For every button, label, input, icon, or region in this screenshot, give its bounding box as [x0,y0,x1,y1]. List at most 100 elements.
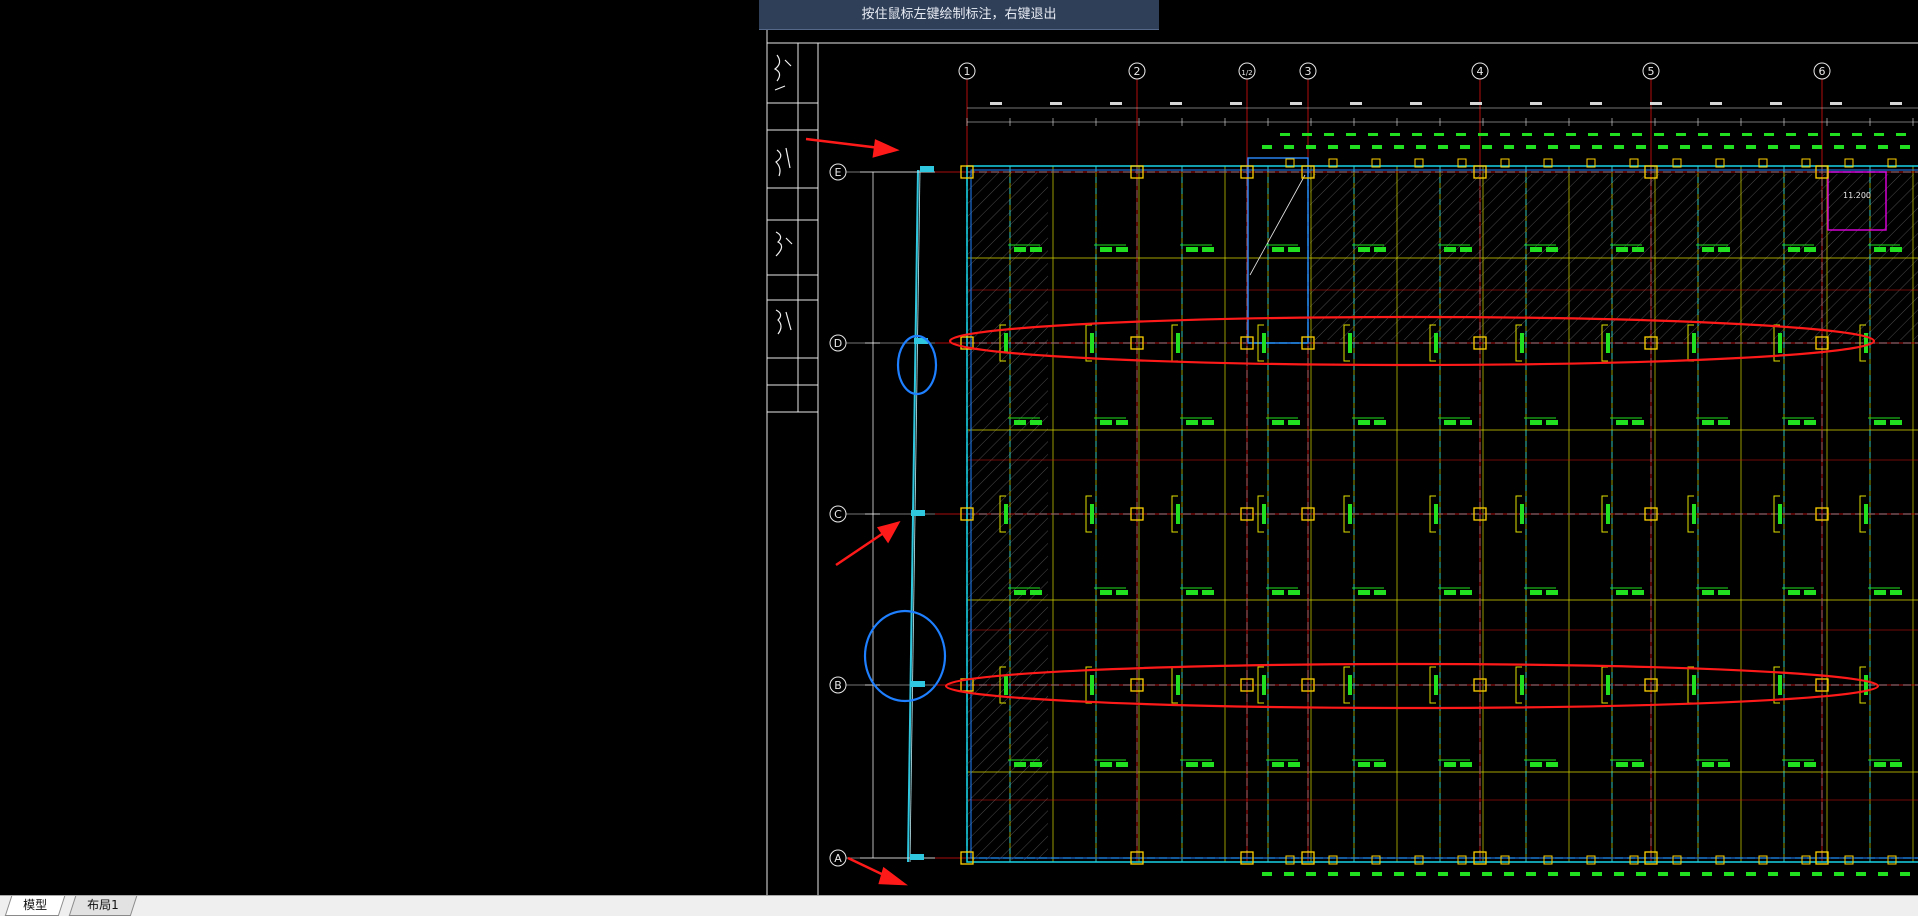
column [1473,851,1487,865]
column-axis-bubble [1813,62,1831,80]
column [960,507,974,521]
rebar-tag [1288,420,1300,425]
rebar-tag [1460,420,1472,425]
column [1715,855,1725,865]
rebar-tag [1804,590,1816,595]
column [1130,165,1144,179]
rebar-tag [1588,133,1598,136]
rebar-tag [1874,420,1886,425]
column [1457,158,1467,168]
rebar-tag [1900,145,1910,149]
rebar-tag [1718,247,1730,252]
bracket-mark [1429,666,1436,704]
rebar-tag [1272,420,1284,425]
bracket-mark [1085,666,1092,704]
rebar-tag [1394,145,1404,149]
rebar-tag [1742,133,1752,136]
bracket-mark [1515,666,1522,704]
column [1815,678,1829,692]
column [1543,855,1553,865]
rebar-tag [1004,504,1008,524]
rebar-tag [1812,872,1822,876]
dimension-text [1590,102,1602,105]
column [1629,158,1639,168]
column [1801,855,1811,865]
rebar-tag [1444,762,1456,767]
rebar-tag [1788,590,1800,595]
rebar-tag [1788,420,1800,425]
rebar-tag [1004,333,1008,353]
rebar-tag [1460,762,1472,767]
dimension-text [1770,102,1782,105]
column [1473,336,1487,350]
dimension-text [1170,102,1182,105]
rebar-tag [1116,762,1128,767]
stair-diagonal [1249,174,1306,276]
column [1644,165,1658,179]
rebar-tag [1702,420,1714,425]
column [1285,158,1295,168]
rebar-tag [1864,333,1868,353]
rebar-tag [1262,145,1272,149]
rebar-tag [1546,247,1558,252]
rebar-tag [1680,872,1690,876]
rebar-tag [1616,590,1628,595]
rebar-tag [1358,590,1370,595]
rebar-tag [1702,590,1714,595]
rebar-tag [1786,133,1796,136]
rebar-tag [1288,762,1300,767]
bracket-mark [1859,495,1866,533]
rebar-tag [1874,590,1886,595]
rebar-tag [1500,133,1510,136]
rebar-tag [1374,590,1386,595]
rebar-tag [1890,762,1902,767]
rebar-tag [1302,133,1312,136]
column [1644,851,1658,865]
rebar-tag [1346,133,1356,136]
rebar-tag [1460,590,1472,595]
rebar-tag [1546,762,1558,767]
rebar-tag [1658,145,1668,149]
rebar-tag [1546,420,1558,425]
tab-model[interactable]: 模型 [4,896,66,916]
rebar-tag [1720,133,1730,136]
rebar-tag [1632,762,1644,767]
column [1371,855,1381,865]
column-axis-bubble [1128,62,1146,80]
elevation-label: 11.200 [1843,191,1871,200]
rebar-tag [1284,872,1294,876]
dimension-text [1290,102,1302,105]
rebar-tag [1460,872,1470,876]
column-axis-label: 1/2 [1241,69,1252,77]
column [1586,158,1596,168]
rebar-tag [1520,504,1524,524]
rebar-tag [1812,145,1822,149]
rebar-tag [1856,145,1866,149]
layout-tab-bar: 模型 布局1 [0,895,1918,916]
rebar-tag [1288,247,1300,252]
rebar-tag [1412,133,1422,136]
column [1500,855,1510,865]
rebar-tag [1262,333,1266,353]
rebar-tag [1834,145,1844,149]
bracket-mark [1257,666,1264,704]
rebar-tag [1416,872,1426,876]
rebar-tag [1014,590,1026,595]
dimension-text [1050,102,1062,105]
bracket-mark [1773,666,1780,704]
rebar-tag [1724,872,1734,876]
grid-layer: 11.200 [935,70,1918,876]
rebar-tag [1090,675,1094,695]
rebar-tag [1778,333,1782,353]
rebar-tag [1566,133,1576,136]
rebar-tag [1262,872,1272,876]
column [1473,678,1487,692]
rebar-tag [1306,872,1316,876]
column [1301,165,1315,179]
stair-opening [1247,157,1309,344]
bracket-mark [1171,495,1178,533]
rebar-tag [1632,420,1644,425]
column [1758,158,1768,168]
tab-layout-1[interactable]: 布局1 [68,896,137,916]
